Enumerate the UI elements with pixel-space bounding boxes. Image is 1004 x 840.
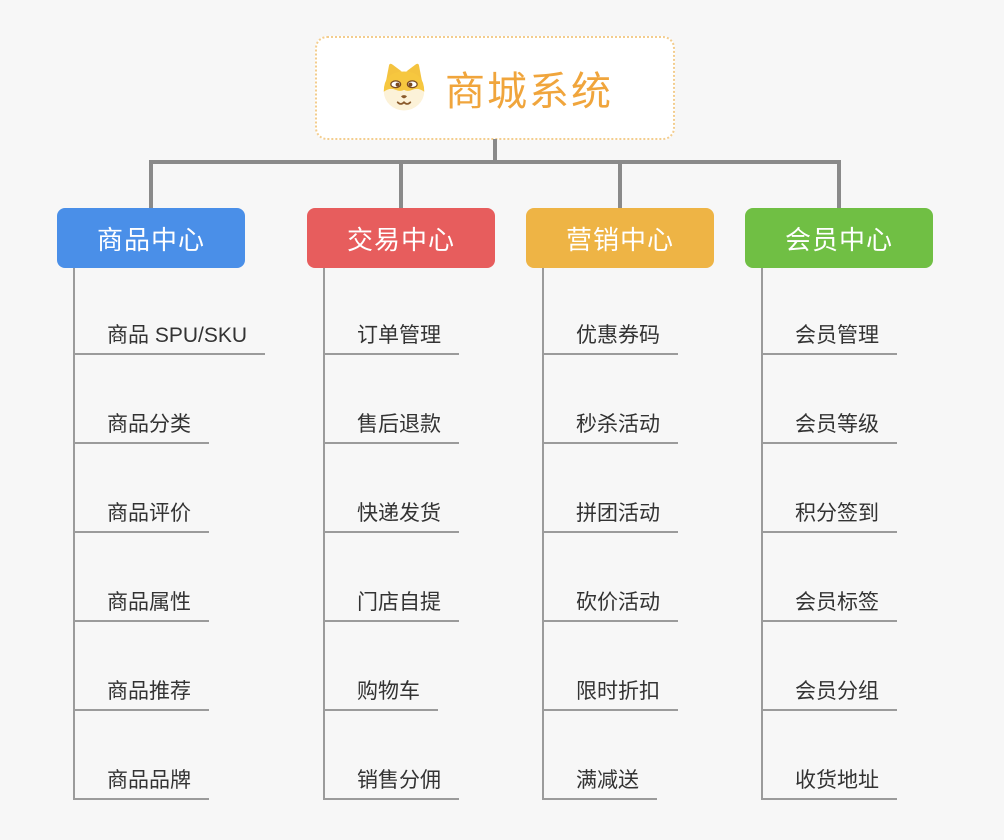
connector-drop-trade xyxy=(399,160,403,208)
topic-item[interactable]: 满减送 xyxy=(542,764,657,800)
topic-item[interactable]: 会员管理 xyxy=(761,319,897,355)
branch-trunk-line xyxy=(73,268,75,800)
topic-item[interactable]: 拼团活动 xyxy=(542,497,678,533)
dog-face-icon xyxy=(377,61,431,115)
connector-drop-marketing xyxy=(618,160,622,208)
branch-trunk-line xyxy=(542,268,544,800)
connector-drop-members xyxy=(837,160,841,208)
topic-item[interactable]: 快递发货 xyxy=(323,497,459,533)
topic-item[interactable]: 商品属性 xyxy=(73,586,209,622)
topic-item[interactable]: 积分签到 xyxy=(761,497,897,533)
connector-root-stub xyxy=(493,139,497,164)
topic-item[interactable]: 砍价活动 xyxy=(542,586,678,622)
topic-item[interactable]: 会员标签 xyxy=(761,586,897,622)
topic-item[interactable]: 门店自提 xyxy=(323,586,459,622)
topic-item[interactable]: 限时折扣 xyxy=(542,675,678,711)
branch-member-center: 会员中心 会员管理 会员等级 积分签到 会员标签 会员分组 收货地址 xyxy=(745,208,995,840)
root-topic[interactable]: 商城系统 xyxy=(315,36,675,140)
branch-node-member-center[interactable]: 会员中心 xyxy=(745,208,933,268)
branch-trunk-line xyxy=(323,268,325,800)
topic-item[interactable]: 购物车 xyxy=(323,675,438,711)
topic-item[interactable]: 销售分佣 xyxy=(323,764,459,800)
branch-node-marketing-center[interactable]: 营销中心 xyxy=(526,208,714,268)
topic-item[interactable]: 收货地址 xyxy=(761,764,897,800)
topic-item[interactable]: 商品 SPU/SKU xyxy=(73,319,266,355)
topic-item[interactable]: 商品推荐 xyxy=(73,675,209,711)
branch-marketing-center: 营销中心 优惠券码 秒杀活动 拼团活动 砍价活动 限时折扣 满减送 xyxy=(526,208,776,840)
topic-item[interactable]: 订单管理 xyxy=(323,319,459,355)
branch-trade-center: 交易中心 订单管理 售后退款 快递发货 门店自提 购物车 销售分佣 xyxy=(307,208,557,840)
branch-node-product-center[interactable]: 商品中心 xyxy=(57,208,245,268)
branch-product-center: 商品中心 商品 SPU/SKU 商品分类 商品评价 商品属性 商品推荐 商品品牌 xyxy=(57,208,307,840)
topic-item[interactable]: 秒杀活动 xyxy=(542,408,678,444)
connector-horizontal xyxy=(149,160,841,164)
topic-item[interactable]: 会员等级 xyxy=(761,408,897,444)
topic-item[interactable]: 售后退款 xyxy=(323,408,459,444)
connector-drop-products xyxy=(149,160,153,208)
branch-node-trade-center[interactable]: 交易中心 xyxy=(307,208,495,268)
topic-item[interactable]: 优惠券码 xyxy=(542,319,678,355)
root-topic-label: 商城系统 xyxy=(445,70,613,114)
topic-item[interactable]: 会员分组 xyxy=(761,675,897,711)
branch-trunk-line xyxy=(761,268,763,800)
topic-item[interactable]: 商品品牌 xyxy=(73,764,209,800)
topic-item[interactable]: 商品分类 xyxy=(73,408,209,444)
topic-item[interactable]: 商品评价 xyxy=(73,497,209,533)
